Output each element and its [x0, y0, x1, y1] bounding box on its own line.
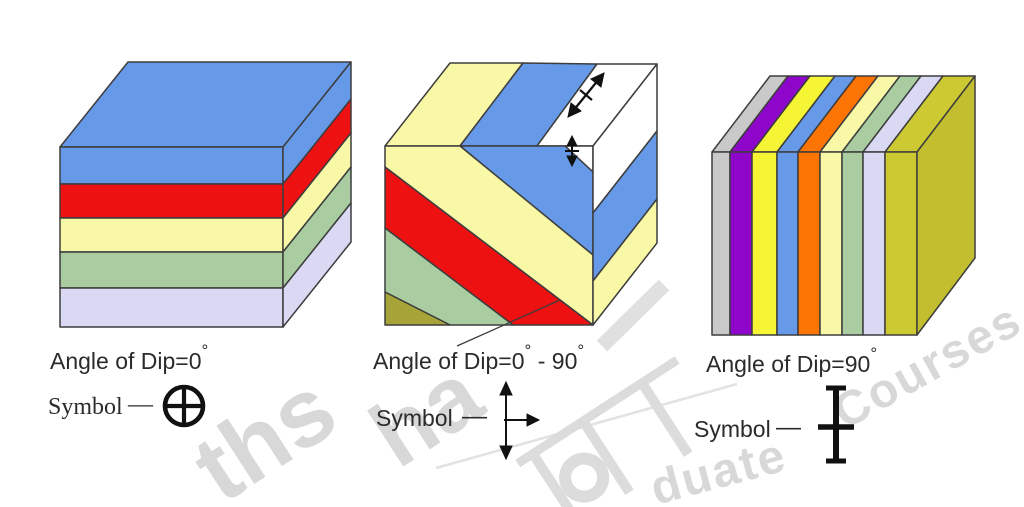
symbol-inclined-beds-icon: [499, 380, 541, 461]
symbol-dash-3: —: [776, 413, 801, 441]
symbol-vertical-beds-icon: [818, 385, 854, 464]
small-arrow-head-up: [566, 134, 578, 147]
strike-arrow-tick: [579, 89, 593, 101]
captions: Angle of Dip=0° Angle of Dip=0° - 90° An…: [48, 341, 877, 442]
block1-front-layer-lavender: [59, 287, 284, 328]
block3-front-yellow: [751, 151, 778, 336]
symbol-dash-1: —: [127, 391, 154, 418]
block3-front-gray: [711, 151, 731, 336]
strike-arrow-head-down: [567, 102, 582, 118]
block2-front-band-olive: [384, 291, 451, 326]
symbol-label-1: Symbol: [48, 394, 123, 420]
symbol-label-3: Symbol: [694, 416, 771, 442]
block1-front-layer-green: [59, 251, 284, 289]
block3-front-orange: [797, 151, 821, 336]
block3-front-blue: [776, 151, 799, 336]
strike-arrow-head-up: [590, 72, 605, 88]
block3-front-paleyellow: [819, 151, 843, 336]
caption-dip-0-90: Angle of Dip=0° - 90°: [373, 341, 584, 374]
caption-dip-0: Angle of Dip=0°: [50, 341, 208, 374]
block2-right-band-yellow: [592, 198, 658, 326]
block3-front-khaki: [884, 151, 918, 336]
watermark-stroke-band: [596, 279, 670, 352]
block1-front-layer-red: [59, 183, 284, 219]
symbol-label-2: Symbol: [376, 405, 453, 431]
block3-front-green: [841, 151, 864, 336]
strike-symbol-head-up: [499, 380, 513, 396]
watermark-hindi-shala: [515, 356, 693, 507]
block2-strike-dip-arrows: [565, 72, 605, 168]
symbol-dash-2: —: [462, 402, 487, 430]
block3-front-purple: [729, 151, 753, 336]
symbol-horizontal-beds-icon: [162, 384, 206, 428]
block-dip-0-90: [384, 62, 658, 326]
block3-front-lavender: [862, 151, 886, 336]
block-dip-0: [59, 61, 352, 328]
block1-front-layer-yellow: [59, 217, 284, 253]
strike-symbol-head-down: [499, 445, 513, 461]
block3-right-face: [916, 75, 976, 336]
block1-side-layer-lavender: [282, 202, 352, 328]
block2-leader-line: [456, 299, 561, 347]
block1-front-layer-blue: [59, 146, 284, 185]
small-arrow-head-down: [566, 155, 578, 168]
watermark-fragment-ths: ths: [175, 354, 354, 507]
block-dip-90: [711, 75, 976, 336]
dip-symbol-head-right: [526, 413, 541, 427]
caption-dip-90: Angle of Dip=90°: [706, 344, 877, 377]
